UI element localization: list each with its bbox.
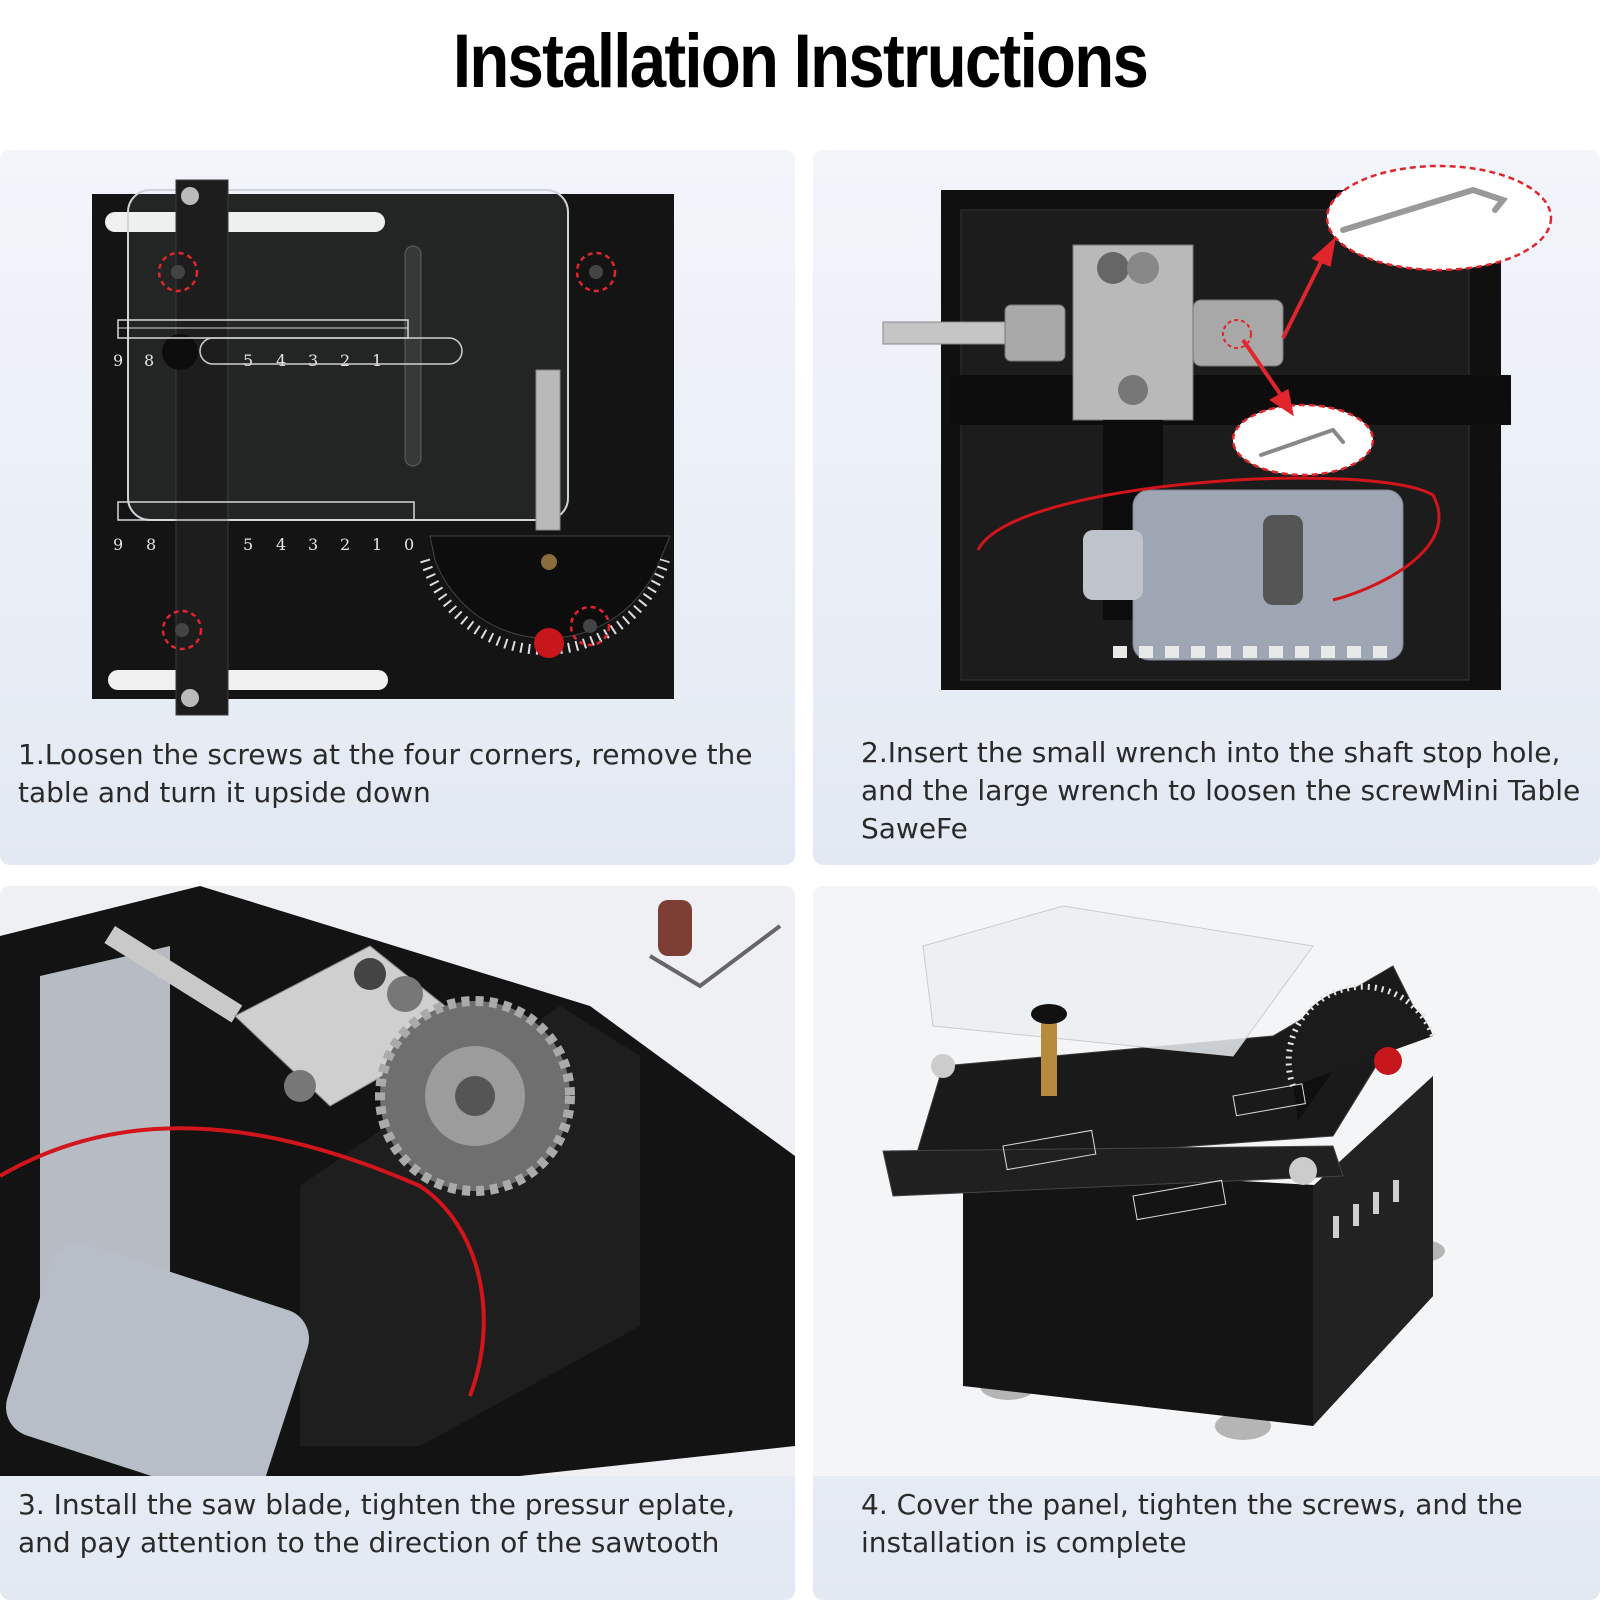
ruler-label: 1 bbox=[372, 535, 382, 554]
wing-screw bbox=[1289, 1157, 1317, 1185]
sanding-drum bbox=[658, 900, 692, 956]
bottom-ruler: 9 8 5 4 3 2 1 0 bbox=[113, 501, 415, 554]
step-2-photo bbox=[882, 164, 1553, 690]
saw-blade bbox=[375, 996, 575, 1196]
red-wire bbox=[976, 476, 1441, 602]
step-3-caption: 3. Install the saw blade, tighten the pr… bbox=[18, 1488, 735, 1559]
wing-screw bbox=[931, 1054, 955, 1078]
step-3-photo bbox=[0, 886, 795, 1476]
step-2-caption: 2.Insert the small wrench into the shaft… bbox=[861, 736, 1581, 845]
ruler-label: 4 bbox=[276, 535, 286, 554]
ruler-label: 0 bbox=[404, 535, 414, 554]
large-wrench-callout bbox=[1325, 164, 1553, 272]
step-3-card: 3. Install the saw blade, tighten the pr… bbox=[0, 886, 795, 1600]
screw-highlights bbox=[157, 251, 617, 651]
ruler-label: 9 bbox=[113, 351, 123, 370]
red-knob bbox=[534, 628, 564, 658]
ruler-label: 8 bbox=[146, 535, 156, 554]
small-wrench-icon bbox=[1259, 427, 1345, 457]
ruler-label: 2 bbox=[340, 535, 350, 554]
step-4-photo bbox=[813, 886, 1600, 1476]
large-wrench-icon bbox=[1340, 186, 1509, 233]
ruler-label: 3 bbox=[308, 535, 318, 554]
ruler-label: 3 bbox=[308, 351, 318, 370]
ruler-label: 5 bbox=[243, 351, 253, 370]
step-2-card: 2.Insert the small wrench into the shaft… bbox=[813, 150, 1600, 865]
angle-dial bbox=[1285, 983, 1436, 1088]
ruler-label: 9 bbox=[113, 535, 123, 554]
step-1-photo: 9 8 5 4 3 2 1 9 8 5 4 3 2 1 0 bbox=[92, 179, 674, 716]
step-1-caption: 1.Loosen the screws at the four corners,… bbox=[18, 738, 753, 809]
step-1-card: 9 8 5 4 3 2 1 9 8 5 4 3 2 1 0 bbox=[0, 150, 795, 865]
motor bbox=[5, 1243, 309, 1476]
step-4-card: 4. Cover the panel, tighten the screws, … bbox=[813, 886, 1600, 1600]
page-title: Installation Instructions bbox=[452, 19, 1149, 104]
ruler-label: 2 bbox=[340, 351, 350, 370]
red-knob bbox=[1374, 1047, 1402, 1075]
acrylic-guard bbox=[922, 905, 1314, 1057]
red-wire bbox=[0, 1126, 486, 1397]
red-arrows bbox=[1241, 236, 1337, 417]
ruler-label: 8 bbox=[144, 351, 154, 370]
ruler-label: 4 bbox=[276, 351, 286, 370]
ruler-label: 5 bbox=[243, 535, 253, 554]
step-4-caption: 4. Cover the panel, tighten the screws, … bbox=[861, 1488, 1523, 1559]
ruler-label: 1 bbox=[372, 351, 382, 370]
